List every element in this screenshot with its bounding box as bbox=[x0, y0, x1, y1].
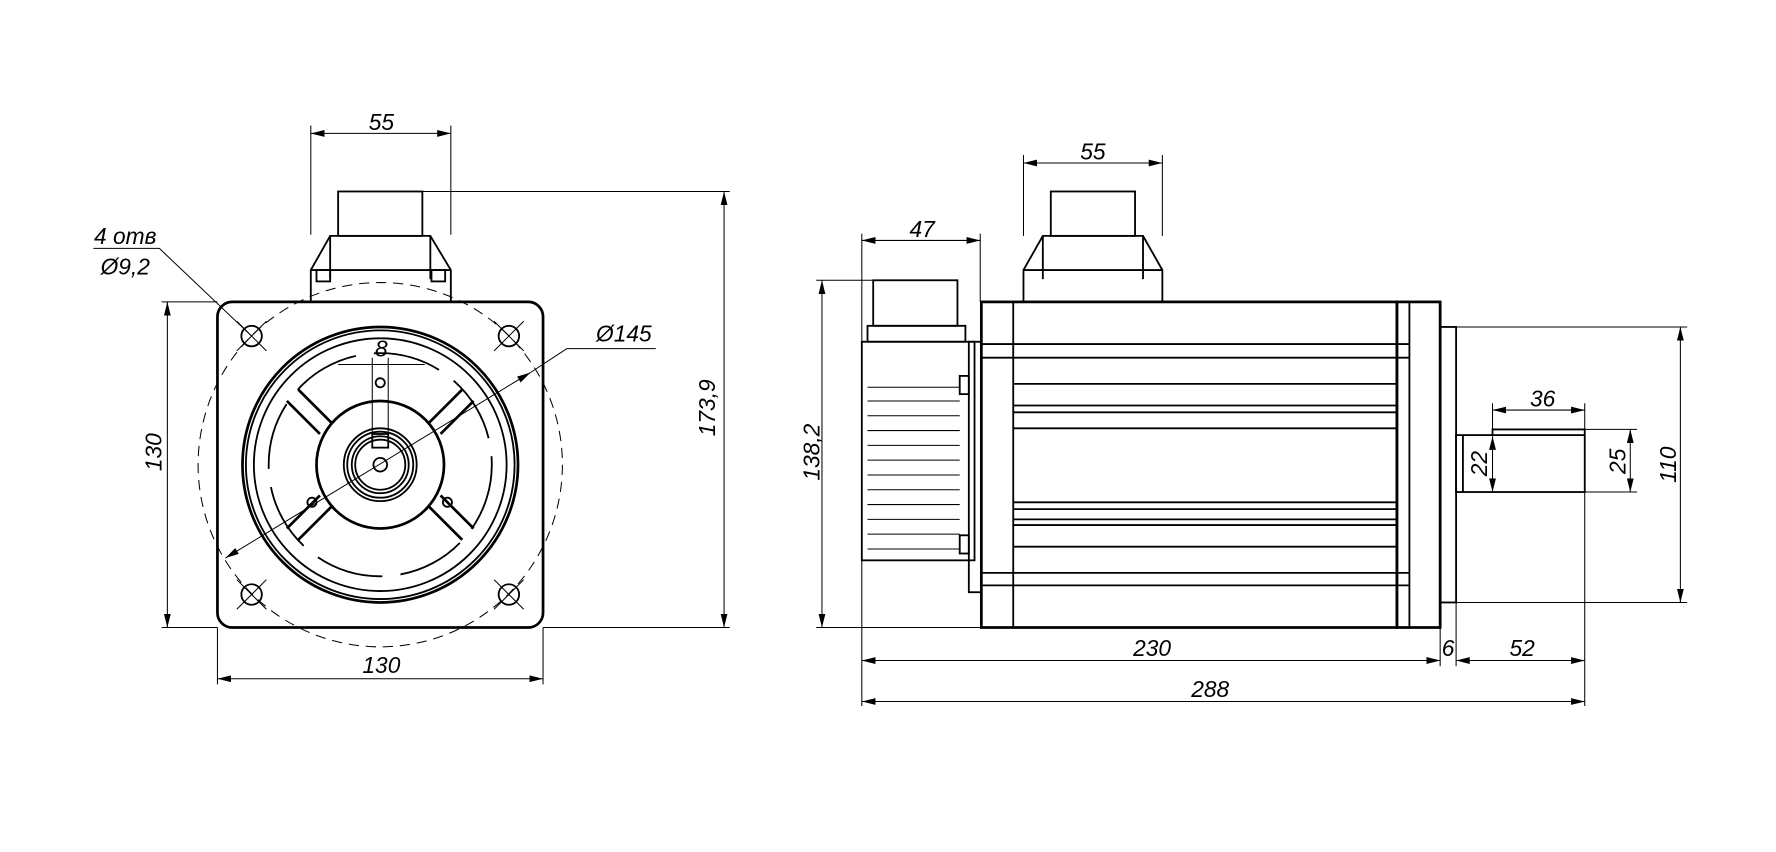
dim-shaft-length: 52 bbox=[1509, 635, 1535, 661]
dim-flange-width: 130 bbox=[362, 652, 400, 678]
dim-overall-length: 288 bbox=[1190, 676, 1229, 702]
mounting-holes bbox=[236, 320, 525, 610]
dim-encoder-height: 138,2 bbox=[799, 423, 825, 480]
dim-bolt-circle: Ø145 bbox=[595, 321, 652, 347]
cooling-slots bbox=[285, 388, 475, 541]
dim-key-length: 36 bbox=[1530, 386, 1556, 412]
side-connector bbox=[1022, 190, 1164, 302]
outer-ring bbox=[241, 325, 520, 604]
holes-count: 4 отв bbox=[94, 223, 157, 249]
flange-square bbox=[216, 300, 545, 629]
encoder bbox=[860, 279, 983, 594]
dim-encoder-length: 47 bbox=[909, 216, 936, 242]
dim-flange-thickness: 6 bbox=[1442, 635, 1455, 661]
hub bbox=[315, 399, 446, 530]
dim-overall-height: 173,9 bbox=[694, 379, 720, 436]
dim-body-length: 230 bbox=[1132, 635, 1171, 661]
dim-shaft-diameter: 25 bbox=[1605, 448, 1631, 475]
side-view: 55 47 138,2 230 6 52 288 36 22 25 110 bbox=[799, 139, 1688, 707]
holes-diameter: Ø9,2 bbox=[100, 254, 151, 280]
front-view: 55 173,9 130 130 Ø145 8 4 отв Ø9,2 bbox=[93, 109, 730, 685]
dim-key-width: 8 bbox=[375, 336, 388, 362]
motor-body bbox=[979, 300, 1458, 629]
dim-front-connector-width: 55 bbox=[369, 109, 395, 135]
front-connector bbox=[309, 190, 452, 302]
dim-side-connector-width: 55 bbox=[1080, 139, 1106, 165]
bolt-circle bbox=[197, 282, 563, 648]
shaft bbox=[1455, 428, 1586, 493]
dim-flange-height: 130 bbox=[141, 433, 167, 471]
dim-key-depth: 22 bbox=[1466, 451, 1492, 478]
dim-pilot-diameter: 110 bbox=[1655, 446, 1681, 483]
